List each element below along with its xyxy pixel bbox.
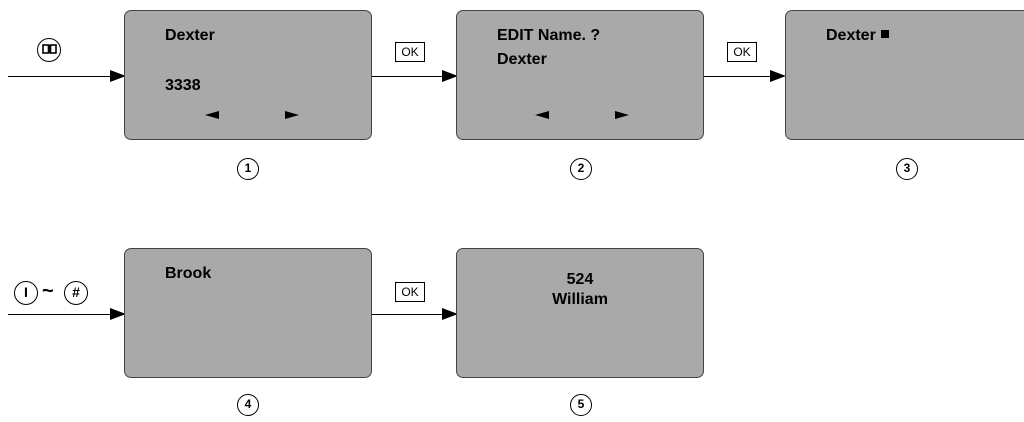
step-2-label: 2 bbox=[570, 158, 592, 180]
screen-4-name: Brook bbox=[165, 265, 212, 282]
screen-3-name-text: Dexter bbox=[826, 27, 876, 44]
step-5-label: 5 bbox=[570, 394, 592, 416]
entry-arrow-line-2 bbox=[8, 314, 112, 315]
screen-2: EDIT Name. ? Dexter bbox=[456, 10, 704, 140]
phonebook-icon bbox=[41, 44, 57, 54]
ok-key-1: OK bbox=[395, 42, 425, 62]
screen-1-number: 3338 bbox=[165, 77, 201, 94]
entry-arrow-line-1 bbox=[8, 76, 112, 77]
screen-5: 524 William bbox=[456, 248, 704, 378]
ok-key-3: OK bbox=[395, 282, 425, 302]
screen-4: Brook bbox=[124, 248, 372, 378]
ok-key-2: OK bbox=[727, 42, 757, 62]
arrow-2-3-head bbox=[770, 70, 786, 82]
step-4-label: 4 bbox=[237, 394, 259, 416]
step-3-label: 3 bbox=[896, 158, 918, 180]
right-arrow-icon bbox=[615, 111, 629, 119]
screen-2-name: Dexter bbox=[497, 51, 547, 68]
key-hash-icon: # bbox=[64, 281, 88, 305]
screen-3-name: Dexter bbox=[826, 27, 889, 45]
arrow-4-5-line bbox=[372, 314, 444, 315]
left-arrow-icon bbox=[535, 111, 549, 119]
screen-2-prompt: EDIT Name. ? bbox=[497, 27, 601, 44]
arrow-1-2-head bbox=[442, 70, 458, 82]
arrow-4-5-head bbox=[442, 308, 458, 320]
cursor-icon bbox=[880, 30, 889, 38]
screen-3: Dexter bbox=[785, 10, 1024, 140]
phonebook-key-icon bbox=[37, 38, 61, 62]
step-1-label: 1 bbox=[237, 158, 259, 180]
arrow-2-3-line bbox=[704, 76, 772, 77]
range-tilde: ~ bbox=[42, 280, 54, 302]
screen-5-number: 524 bbox=[566, 271, 594, 288]
screen-1-name: Dexter bbox=[165, 27, 215, 44]
key-one-icon: I bbox=[14, 281, 38, 305]
screen-5-name: William bbox=[552, 291, 608, 308]
arrow-1-2-line bbox=[372, 76, 444, 77]
entry-arrow-head-2 bbox=[110, 308, 126, 320]
right-arrow-icon bbox=[285, 111, 299, 119]
screen-1: Dexter 3338 bbox=[124, 10, 372, 140]
left-arrow-icon bbox=[205, 111, 219, 119]
entry-arrow-head-1 bbox=[110, 70, 126, 82]
